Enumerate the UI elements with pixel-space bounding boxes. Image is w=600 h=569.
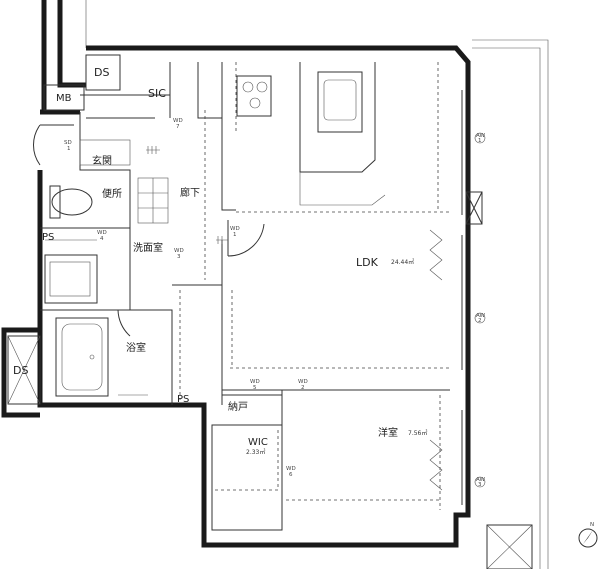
air-vent xyxy=(465,191,483,225)
window-tag-aw3: AW 3 xyxy=(474,476,485,488)
door-tag-sd1: SD 1 xyxy=(64,140,72,152)
window-tag-aw2: AW 2 xyxy=(474,312,485,324)
svg-text:AW: AW xyxy=(476,133,485,139)
svg-text:WD: WD xyxy=(97,230,107,236)
wic-area: 2.33㎡ xyxy=(246,448,265,456)
kitchen-counter-base xyxy=(299,172,386,206)
closet-zigzag xyxy=(429,229,443,491)
compass-label: N xyxy=(590,522,594,528)
svg-text:AW: AW xyxy=(476,477,485,483)
door-tag-wd7: WD 7 xyxy=(173,118,183,130)
svg-text:1: 1 xyxy=(67,146,71,152)
svg-text:SD: SD xyxy=(64,140,72,146)
washroom-label: 洗面室 xyxy=(133,241,163,254)
wic-label: WIC xyxy=(248,437,268,448)
svg-text:6: 6 xyxy=(289,472,293,478)
compass: N xyxy=(578,522,598,548)
svg-text:AW: AW xyxy=(476,313,485,319)
balcony-box xyxy=(486,524,533,569)
door-tag-wd4: WD 4 xyxy=(97,230,107,242)
mb-box xyxy=(43,84,85,111)
kitchen-stove xyxy=(236,75,272,117)
shelf-grid xyxy=(138,178,168,223)
hallway-label: 廊下 xyxy=(180,186,200,199)
bathroom-label: 浴室 xyxy=(126,341,146,354)
exterior-wall xyxy=(37,0,471,548)
kitchen-sink xyxy=(317,71,363,133)
door-tag-wd6: WD 6 xyxy=(286,466,296,478)
ds-top-box xyxy=(85,54,121,91)
toilet-label: 便所 xyxy=(102,187,122,200)
svg-text:1: 1 xyxy=(233,232,237,238)
toilet-fixture xyxy=(49,185,93,219)
balcony-box-cross xyxy=(486,524,533,569)
interior-walls xyxy=(40,62,450,531)
mb-label: MB xyxy=(56,93,72,104)
left-wing-wall xyxy=(1,327,40,418)
door-tag-wd3: WD 3 xyxy=(174,248,184,260)
door-tag-wd2: WD 2 xyxy=(298,379,308,391)
balcony-inner xyxy=(472,47,541,569)
washbasin xyxy=(44,239,98,304)
window-tag-aw1: AW 1 xyxy=(474,132,485,144)
ds-left-label: DS xyxy=(13,364,28,377)
ds-left-cross xyxy=(7,335,41,405)
svg-text:1: 1 xyxy=(478,138,482,144)
top-stub-wall xyxy=(57,0,86,88)
svg-text:3: 3 xyxy=(177,254,181,260)
entrance-label: 玄関 xyxy=(92,154,112,167)
svg-text:2: 2 xyxy=(301,385,305,391)
ds-top-label: DS xyxy=(94,66,109,79)
svg-text:WD: WD xyxy=(230,226,240,232)
ps-bottom-label: PS xyxy=(177,394,189,405)
ps-left-label: PS xyxy=(42,232,54,243)
entrance-step xyxy=(79,139,131,166)
storage-label: 納戸 xyxy=(228,400,248,413)
svg-text:WD: WD xyxy=(298,379,308,385)
entrance-door-swing xyxy=(33,124,74,166)
ds-left-box xyxy=(7,335,41,405)
ldk-area: 24.44㎡ xyxy=(391,258,414,266)
western-room-area: 7.56㎡ xyxy=(408,429,427,437)
door-tag-wd1: WD 1 xyxy=(230,226,240,238)
svg-text:5: 5 xyxy=(253,385,257,391)
svg-text:WD: WD xyxy=(250,379,260,385)
door-tag-wd5: WD 5 xyxy=(250,379,260,391)
ldk-label: LDK xyxy=(356,256,379,269)
hatch-marks xyxy=(118,146,228,396)
sic-label: SIC xyxy=(148,87,166,100)
svg-text:3: 3 xyxy=(478,482,482,488)
svg-text:WD: WD xyxy=(174,248,184,254)
door-swing-ldk xyxy=(227,220,265,257)
svg-text:4: 4 xyxy=(100,236,104,242)
svg-text:WD: WD xyxy=(173,118,183,124)
svg-text:WD: WD xyxy=(286,466,296,472)
dashed-lines xyxy=(179,62,452,510)
bathtub xyxy=(55,317,109,397)
svg-text:7: 7 xyxy=(176,124,180,130)
door-swing-bath xyxy=(117,309,155,337)
balcony-outline xyxy=(472,39,549,569)
kitchen-counter xyxy=(299,62,376,173)
svg-text:2: 2 xyxy=(478,318,482,324)
western-room-label: 洋室 xyxy=(378,426,398,439)
